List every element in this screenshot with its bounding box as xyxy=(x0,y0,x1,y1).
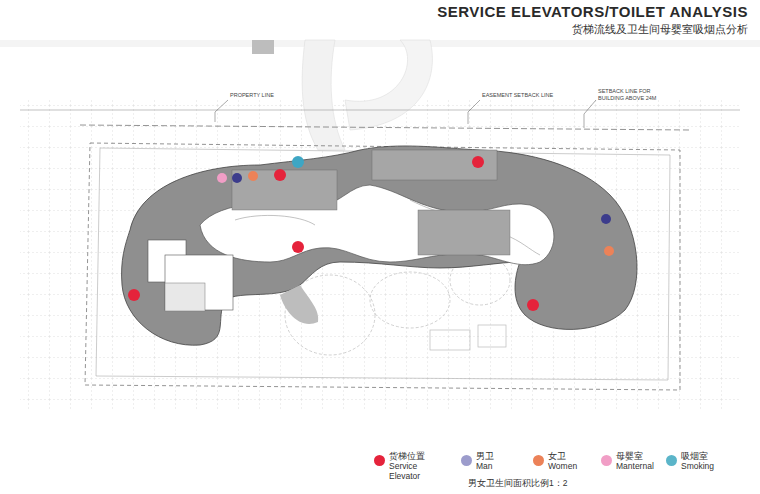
legend-text: 女卫 Women xyxy=(548,452,577,472)
legend-text: 男卫 Man xyxy=(476,452,494,472)
legend-text: 货梯位置 Service Elevator xyxy=(389,452,425,481)
legend-swatch xyxy=(374,455,385,466)
callout-label: SETBACK LINE FOR BUILDING ABOVE 24M xyxy=(598,88,668,101)
page-title: SERVICE ELEVATORS/TOILET ANALYSIS xyxy=(437,3,748,20)
legend-swatch xyxy=(601,455,612,466)
legend-text: 吸烟室 Smoking xyxy=(681,452,714,472)
callout-label: PROPERTY LINE xyxy=(230,92,274,98)
legend-text: 母婴室 Manternal xyxy=(616,452,654,472)
callout-label: EASEMENT SETBACK LINE xyxy=(482,92,553,98)
legend-swatch xyxy=(461,455,472,466)
subtitle: 货梯流线及卫生间母婴室吸烟点分析 xyxy=(572,22,748,37)
legend-swatch xyxy=(533,455,544,466)
caption: 男女卫生间面积比例1：2 xyxy=(468,478,567,490)
legend-swatch xyxy=(666,455,677,466)
